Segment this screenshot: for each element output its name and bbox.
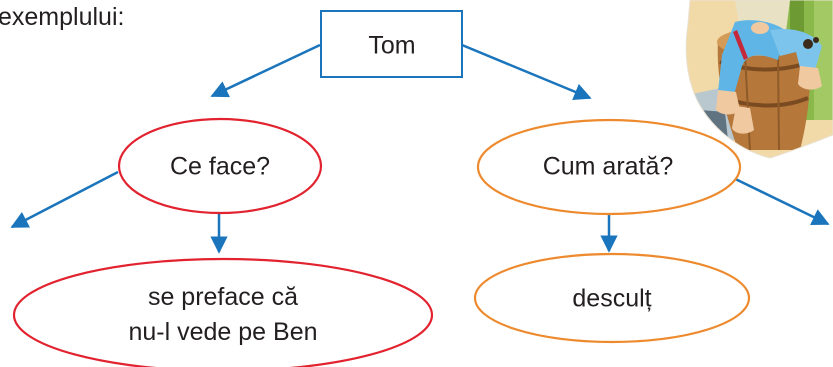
arrow-cum-arata-to-right xyxy=(722,171,830,226)
answer-ellipse-ce-face xyxy=(12,257,434,367)
root-node-label: Tom xyxy=(368,31,416,60)
question-label-ce-face: Ce face? xyxy=(169,152,271,181)
question-label-cum-arata: Cum arată? xyxy=(542,152,674,181)
arrow-ce-face-to-left xyxy=(10,170,119,229)
instruction-text: exemplului: xyxy=(0,3,125,31)
answer-ellipse-cum-arata xyxy=(473,252,751,344)
answer-label-cum-arata: desculț xyxy=(572,284,652,313)
arrow-root-to-ce-face xyxy=(210,43,321,98)
question-ellipse-ce-face xyxy=(117,117,323,215)
question-ellipse-cum-arata xyxy=(476,118,742,216)
arrow-root-to-cum-arata xyxy=(461,43,592,101)
answer-label-ce-face: se preface că nu-l vede pe Ben xyxy=(128,283,318,346)
root-node-box xyxy=(320,10,463,78)
